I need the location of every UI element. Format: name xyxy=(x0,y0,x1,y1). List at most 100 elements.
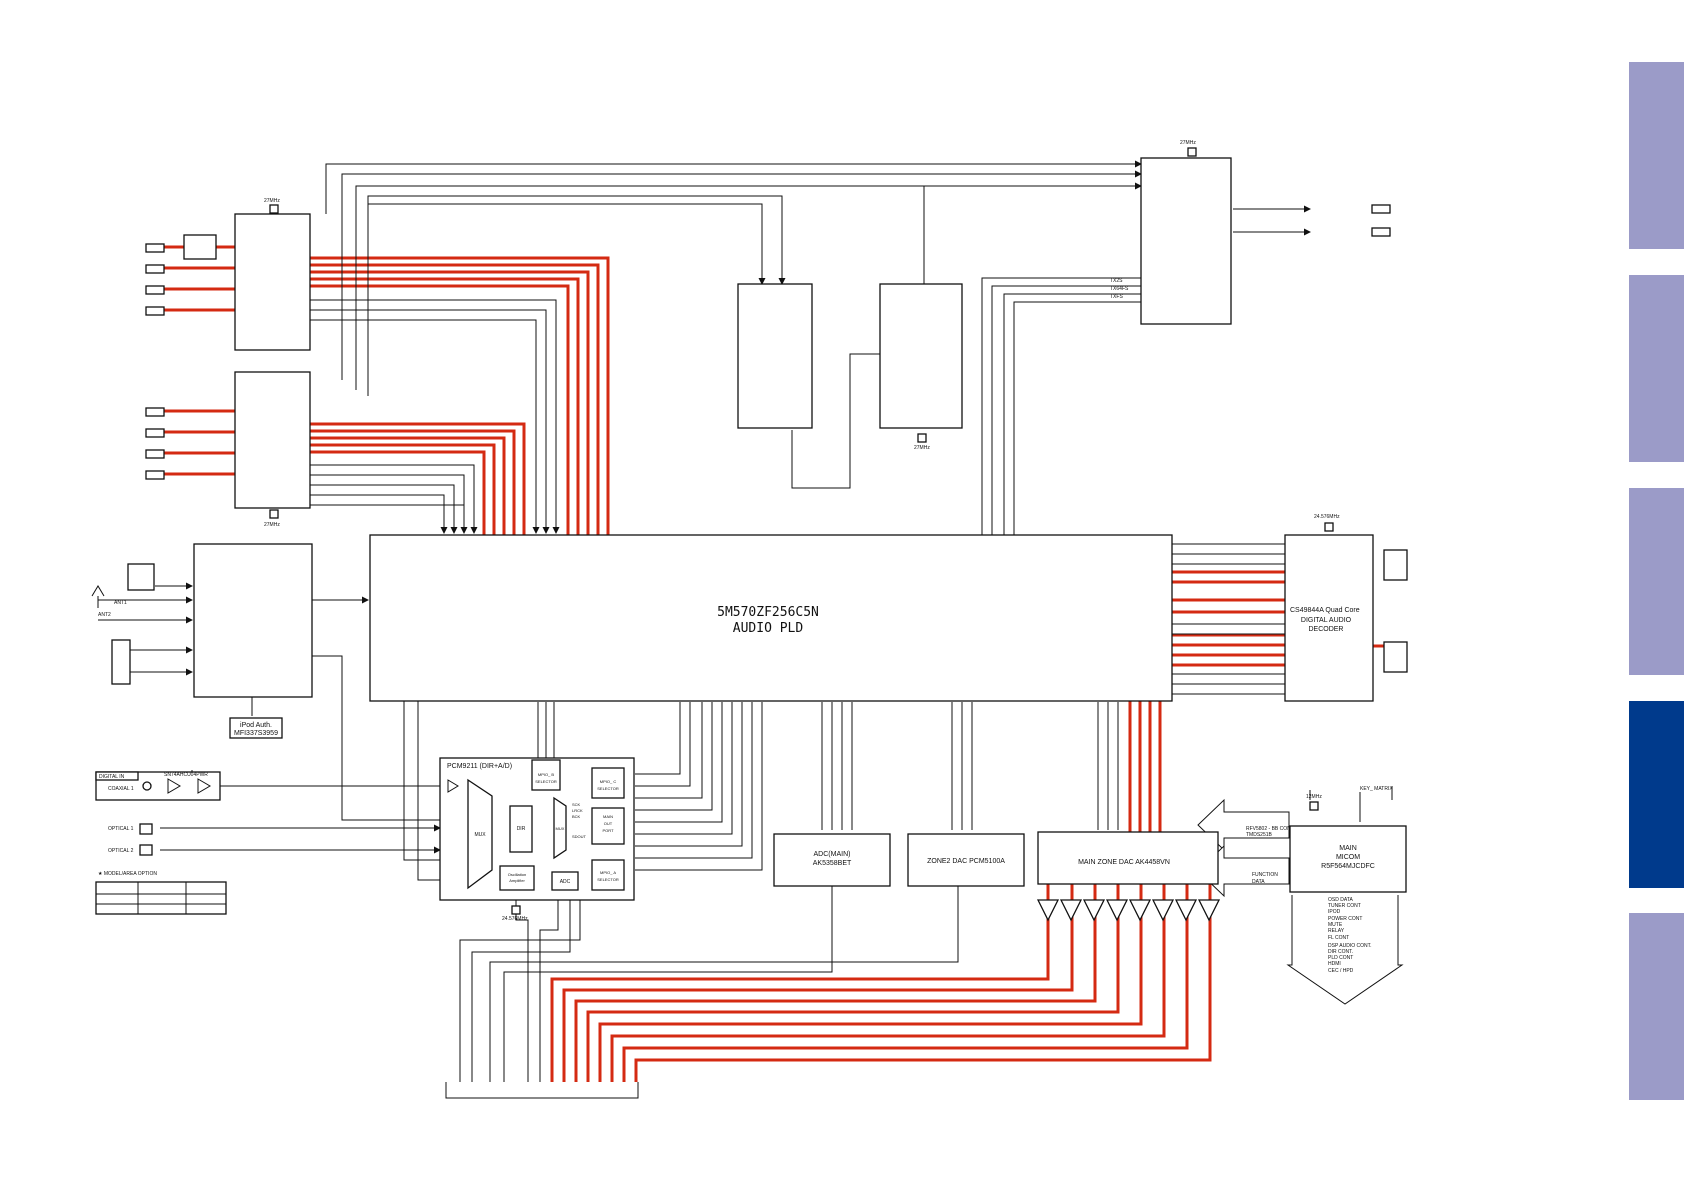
tx-label-2: TX64FS xyxy=(1110,286,1129,292)
optical2-label: OPTICAL 2 xyxy=(108,848,134,854)
control-wires xyxy=(98,160,1404,1082)
crystal-24-dsp-icon xyxy=(1324,522,1334,532)
tuner-block[interactable] xyxy=(193,543,313,698)
micom-output-item: HDMI xyxy=(1328,961,1341,967)
pcm-sck-label-3: BCK xyxy=(572,814,581,819)
pcm-main-out-label-1: MAIN xyxy=(603,814,613,819)
micom-label-2: MICOM xyxy=(1336,854,1360,861)
hdmi-processor-1[interactable] xyxy=(737,283,813,429)
function-label-2: DATA xyxy=(1252,879,1265,885)
pcm-mpio-c-label-1: MPIO_ C xyxy=(600,779,617,784)
crystal-27-b-icon xyxy=(269,509,279,519)
index-tab-3[interactable] xyxy=(1629,488,1684,675)
main-dac-label: MAIN ZONE DAC AK4458VN xyxy=(1078,859,1170,866)
hdmi-processor-2[interactable] xyxy=(879,283,963,429)
micom-output-item: TUNER CONT xyxy=(1328,903,1361,909)
pcm-mpio-b-block xyxy=(531,759,561,791)
micom-label-1: MAIN xyxy=(1339,845,1357,852)
zone2-dac-label: ZONE2 DAC PCM5100A xyxy=(927,858,1005,865)
pcm-dir-block xyxy=(509,805,533,853)
pcm-adc-block xyxy=(551,871,579,891)
clk-27-b-label: 27MHz xyxy=(264,522,280,528)
dsp-title: CS49844A Quad Core xyxy=(1290,607,1360,614)
adc-main-label-2: AK5358BET xyxy=(813,860,852,867)
hdmi-receiver-1[interactable] xyxy=(234,213,311,351)
pcm-mpio-a-block xyxy=(591,859,625,891)
hdmi-receiver-2[interactable] xyxy=(234,371,311,509)
crystal-27-a-icon xyxy=(269,204,279,214)
tx-label-1: TX2S xyxy=(1110,278,1123,284)
zone2-dac-block[interactable] xyxy=(907,833,1025,887)
ipod-auth-block xyxy=(229,717,283,739)
dsp-decoder[interactable] xyxy=(1284,534,1374,702)
key-matrix-label: KEY_ MATRIX xyxy=(1360,786,1393,792)
hdmi-input-connectors xyxy=(145,204,1391,480)
pcm-mpio-a-label-2: SELECTOR xyxy=(597,877,619,882)
index-tab-2[interactable] xyxy=(1629,275,1684,462)
pld-subtitle: AUDIO PLD xyxy=(733,621,804,636)
pcm-osc-block xyxy=(499,865,535,891)
bottom-connector xyxy=(445,1082,639,1099)
pcm-main-out-label-2: OUT xyxy=(604,821,613,826)
pcm-dir-label: DIR xyxy=(517,826,526,832)
main-micom-block[interactable] xyxy=(1289,825,1407,893)
pcm-main-out-block xyxy=(591,807,625,845)
digital-in-label: DIGITAL IN xyxy=(99,774,125,780)
dsp-line2: DIGITAL AUDIO xyxy=(1301,617,1352,624)
optical2-jack-icon xyxy=(139,844,153,856)
micom-label-3: R5F564MJCDFC xyxy=(1321,863,1375,870)
audio-pld[interactable] xyxy=(369,534,1173,702)
hdmi-transmitter[interactable] xyxy=(1140,157,1232,325)
micom-output-item: DIR CONT. xyxy=(1328,949,1353,955)
clk-27-a-label: 27MHz xyxy=(264,198,280,204)
pcm-mpio-a-label-1: MPIO_ A xyxy=(600,870,616,875)
index-tab-1[interactable] xyxy=(1629,62,1684,249)
micom-output-list: OSD DATA TUNER CONT IPOD POWER CONT MUTE… xyxy=(1328,897,1372,974)
adc-main-label-1: ADC(MAIN) xyxy=(814,851,851,858)
input-switch-block xyxy=(183,234,217,260)
pcm-mpio-c-block xyxy=(591,767,625,799)
optical-jack-icon xyxy=(127,563,155,591)
pcm-sdout-label: SDOUT xyxy=(572,834,587,839)
buffer-ic-label: SN74AHCU04PWR xyxy=(164,772,208,778)
digital-in-header xyxy=(95,771,139,781)
clk-24-pcm-label: 24.576MHz xyxy=(502,916,528,922)
antenna-icon xyxy=(91,585,105,608)
ipod-auth-label-2: MFI337S3959 xyxy=(234,730,278,737)
micom-output-item: PLD CONT xyxy=(1328,955,1353,961)
function-label-1: FUNCTION xyxy=(1252,872,1278,878)
clk-27-d-label: 27MHz xyxy=(914,445,930,451)
clk-24-dsp-label: 24.576MHz xyxy=(1314,514,1340,520)
index-tab-4-active[interactable] xyxy=(1629,701,1684,888)
coaxial-label: COAXIAL 1 xyxy=(108,786,134,792)
dsp-flash-block xyxy=(1383,641,1408,673)
optical1-jack-icon xyxy=(139,823,153,835)
dac-output-amps xyxy=(1036,899,1221,922)
bd-con-label-1: RFV5802 - BB CON xyxy=(1246,826,1291,832)
ant2-label: ANT2 xyxy=(98,612,111,618)
crystal-27-d-icon xyxy=(917,433,927,443)
pcm-sck-label-2: LRCK xyxy=(572,808,583,813)
model-option-table xyxy=(95,881,227,915)
crystal-27-c-icon xyxy=(1187,147,1197,157)
model-area-label: ★ MODEL/AREA OPTION xyxy=(98,871,157,877)
crystal-24-pcm-icon xyxy=(511,905,521,915)
adc-main-block[interactable] xyxy=(773,833,891,887)
ipod-auth-label-1: iPod Auth. xyxy=(240,722,272,729)
micom-output-item: DSP AUDIO CONT. xyxy=(1328,943,1372,949)
micom-output-item: MUTE xyxy=(1328,922,1343,928)
index-tab-5[interactable] xyxy=(1629,913,1684,1100)
optical1-label: OPTICAL 1 xyxy=(108,826,134,832)
clk-27-c-label: 27MHz xyxy=(1180,140,1196,146)
pcm-mpio-c-label-2: SELECTOR xyxy=(597,786,619,791)
tx-label-3: TXFS xyxy=(1110,294,1123,300)
pcm-mux2-shape xyxy=(553,796,567,860)
clk-12-label: 12MHz xyxy=(1306,794,1322,800)
dsp-memory-block xyxy=(1383,549,1408,581)
pcm-mux2-label: MUX xyxy=(556,826,565,831)
pcm9211-title: PCM9211 (DIR+A/D) xyxy=(447,763,512,770)
main-zone-dac-block[interactable] xyxy=(1037,831,1219,885)
micom-output-item: POWER CONT xyxy=(1328,916,1362,922)
pcm-mpio-b-label-2: SELECTOR xyxy=(535,779,557,784)
